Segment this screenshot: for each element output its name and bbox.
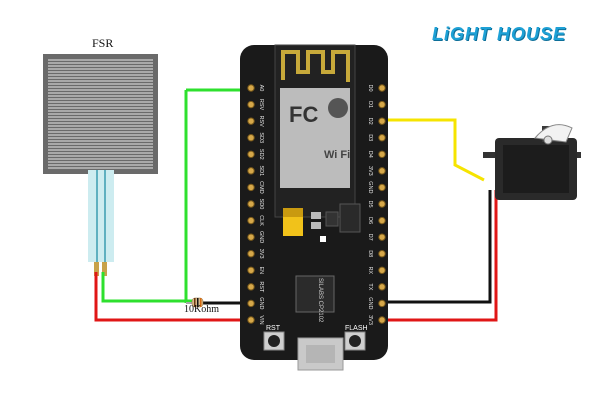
right-pin [378, 100, 386, 109]
right-pin-label: 3V3 [367, 166, 373, 176]
left-pin [247, 117, 255, 125]
left-pin-label: SD3 [258, 132, 264, 143]
right-pin [378, 200, 386, 208]
right-pin [378, 283, 386, 291]
left-pin-label: 3V3 [258, 249, 264, 259]
right-pin-label: TX [367, 283, 373, 290]
brand-title: LiGHT HOUSE [432, 24, 567, 44]
left-pin [247, 316, 255, 324]
module-logo: FC [289, 102, 318, 127]
right-pin-label: GND [367, 181, 373, 193]
left-pin [247, 200, 255, 208]
rst-button-label: RST [266, 325, 281, 332]
right-pin [378, 250, 386, 258]
left-pin-label: RSV [258, 115, 264, 127]
right-pin [378, 233, 386, 241]
right-pin [378, 117, 386, 125]
left-pin [247, 183, 255, 192]
black-wire-right [382, 190, 492, 304]
servo-motor [483, 124, 581, 200]
right-pin [378, 183, 386, 192]
left-pin [247, 299, 255, 308]
fsr-label: FSR [92, 36, 114, 50]
left-pin [247, 216, 255, 225]
right-pin-label: D4 [367, 151, 373, 158]
right-pin [378, 167, 386, 175]
right-pin [378, 299, 386, 308]
fsr-sensor [43, 54, 158, 276]
left-pin-label: SD2 [258, 149, 264, 160]
right-pin-label: D5 [367, 200, 373, 207]
right-pin-label: D0 [367, 84, 373, 91]
green-wire [101, 88, 250, 303]
resistor-label: 10Kohm [184, 304, 219, 315]
left-pin-label: EN [258, 266, 264, 274]
right-pin [378, 84, 386, 92]
right-pin-label: GND [367, 297, 373, 309]
left-pin [247, 283, 255, 291]
right-pin-label: D6 [367, 217, 373, 224]
left-pin [247, 100, 255, 109]
left-pin [247, 84, 255, 92]
resistor [191, 297, 204, 308]
right-pin [378, 216, 386, 225]
right-pin-label: D7 [367, 234, 373, 241]
right-pin-label: D8 [367, 250, 373, 257]
module-wifi: Wi Fi [324, 149, 350, 161]
right-pin [378, 150, 386, 158]
right-pin [378, 266, 386, 274]
left-pin-label: RSV [258, 99, 264, 111]
right-pin-label: D2 [367, 118, 373, 125]
left-pin [247, 150, 255, 158]
usb-chip-label: SILABS CP2102 [317, 278, 323, 323]
left-pin-label: VIN [258, 315, 264, 324]
red-wire-left [94, 272, 250, 322]
right-pin-label: D3 [367, 134, 373, 141]
left-pin-label: A0 [258, 85, 264, 92]
left-pin-label: SD0 [258, 199, 264, 210]
right-pin-label: D1 [367, 101, 373, 108]
right-pin-label: 3V3 [367, 315, 373, 325]
left-pin [247, 167, 255, 175]
left-pin-label: GND [258, 231, 264, 243]
left-pin-label: CMD [258, 181, 264, 194]
left-pin [247, 134, 255, 142]
left-pin [247, 266, 255, 274]
right-pin [378, 316, 386, 324]
yellow-wire [384, 118, 485, 182]
left-pin-label: CLK [258, 215, 264, 226]
left-pin-label: RST [258, 281, 264, 293]
flash-button-label: FLASH [345, 325, 368, 332]
left-pin [247, 250, 255, 258]
left-pin-label: GND [258, 297, 264, 309]
left-pin-label: SD1 [258, 166, 264, 177]
right-pin [378, 134, 386, 142]
left-pin [247, 233, 255, 241]
red-wire-right [382, 190, 498, 322]
right-pin-label: RX [367, 266, 373, 274]
